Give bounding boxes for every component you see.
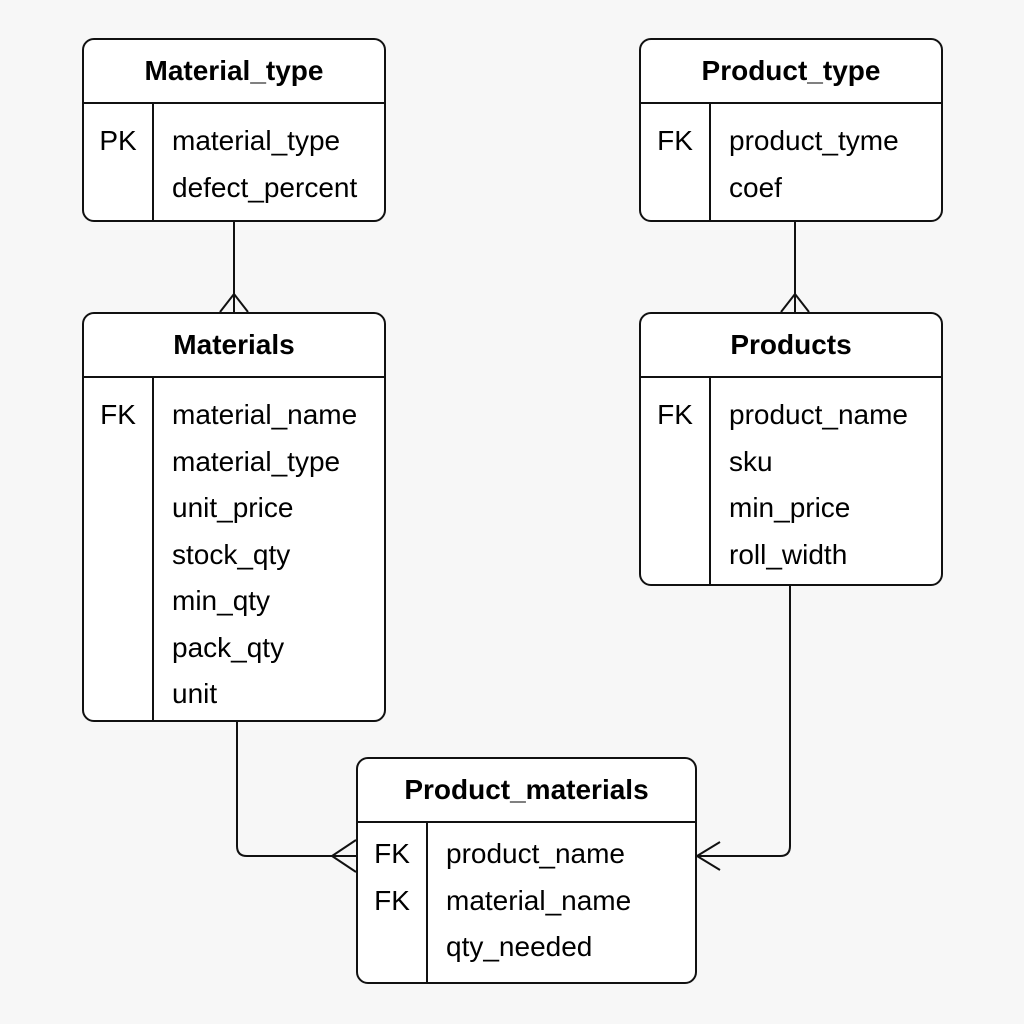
key-column: FK FK xyxy=(358,823,428,982)
field-name: roll_width xyxy=(729,538,848,570)
entity-body: FK FK product_name material_name qty_nee… xyxy=(358,823,695,982)
entity-title: Products xyxy=(641,314,941,378)
field-name: material_name xyxy=(172,399,358,430)
key-column: PK xyxy=(84,104,154,220)
field-name: material_name xyxy=(446,884,632,916)
field-name: stock_qty xyxy=(172,538,291,570)
key-marker: PK xyxy=(99,125,137,156)
entity-body: FK material_name material_type unit_pric… xyxy=(84,378,384,720)
key-marker: FK xyxy=(374,838,410,869)
field-name: defect_percent xyxy=(172,171,358,203)
relationship-products-product-materials xyxy=(695,586,791,871)
key-marker xyxy=(84,625,152,672)
field-name: coef xyxy=(729,171,782,203)
entity-title: Product_materials xyxy=(358,759,695,823)
field-name: sku xyxy=(729,445,773,477)
key-column: FK xyxy=(641,378,711,584)
field-name: min_price xyxy=(729,492,851,523)
key-marker xyxy=(641,485,709,532)
key-marker xyxy=(641,439,709,486)
key-marker xyxy=(84,485,152,532)
key-column: FK xyxy=(84,378,154,720)
entity-title: Material_type xyxy=(84,40,384,104)
field-name: qty_needed xyxy=(446,931,593,962)
field-name: min_qty xyxy=(172,585,271,616)
entity-product-materials[interactable]: Product_materials FK FK product_name mat… xyxy=(356,757,697,984)
key-marker: FK xyxy=(657,399,693,430)
key-marker xyxy=(641,165,709,212)
relationship-material-type-materials xyxy=(219,222,249,313)
field-name: product_tyme xyxy=(729,125,899,156)
key-marker xyxy=(84,671,152,718)
field-name: material_type xyxy=(172,125,341,156)
field-name: material_type xyxy=(172,445,341,477)
field-column: material_name material_type unit_price s… xyxy=(154,378,384,720)
entity-materials[interactable]: Materials FK material_name material_type… xyxy=(82,312,386,722)
field-name: unit_price xyxy=(172,492,294,523)
relationship-product-type-products xyxy=(780,222,810,313)
key-marker xyxy=(641,532,709,579)
entity-title: Product_type xyxy=(641,40,941,104)
field-column: product_tyme coef xyxy=(711,104,941,220)
key-marker xyxy=(358,924,426,971)
key-marker xyxy=(84,532,152,579)
field-column: product_name sku min_price roll_width xyxy=(711,378,941,584)
field-name: product_name xyxy=(446,838,626,869)
relationship-materials-product-materials xyxy=(236,722,357,873)
key-marker xyxy=(84,578,152,625)
key-marker: FK xyxy=(657,125,693,156)
field-name: pack_qty xyxy=(172,631,285,663)
entity-products[interactable]: Products FK product_name sku min_price r… xyxy=(639,312,943,586)
key-column: FK xyxy=(641,104,711,220)
field-name: unit xyxy=(172,678,218,709)
key-marker: FK xyxy=(100,399,136,430)
entity-body: FK product_tyme coef xyxy=(641,104,941,220)
key-marker xyxy=(84,165,152,212)
field-name: product_name xyxy=(729,399,909,430)
key-marker: FK xyxy=(374,884,410,916)
entity-body: PK material_type defect_percent xyxy=(84,104,384,220)
field-column: product_name material_name qty_needed xyxy=(428,823,695,982)
field-column: material_type defect_percent xyxy=(154,104,384,220)
entity-title: Materials xyxy=(84,314,384,378)
entity-product-type[interactable]: Product_type FK product_tyme coef xyxy=(639,38,943,222)
entity-material-type[interactable]: Material_type PK material_type defect_pe… xyxy=(82,38,386,222)
entity-body: FK product_name sku min_price roll_width xyxy=(641,378,941,584)
key-marker xyxy=(84,439,152,486)
